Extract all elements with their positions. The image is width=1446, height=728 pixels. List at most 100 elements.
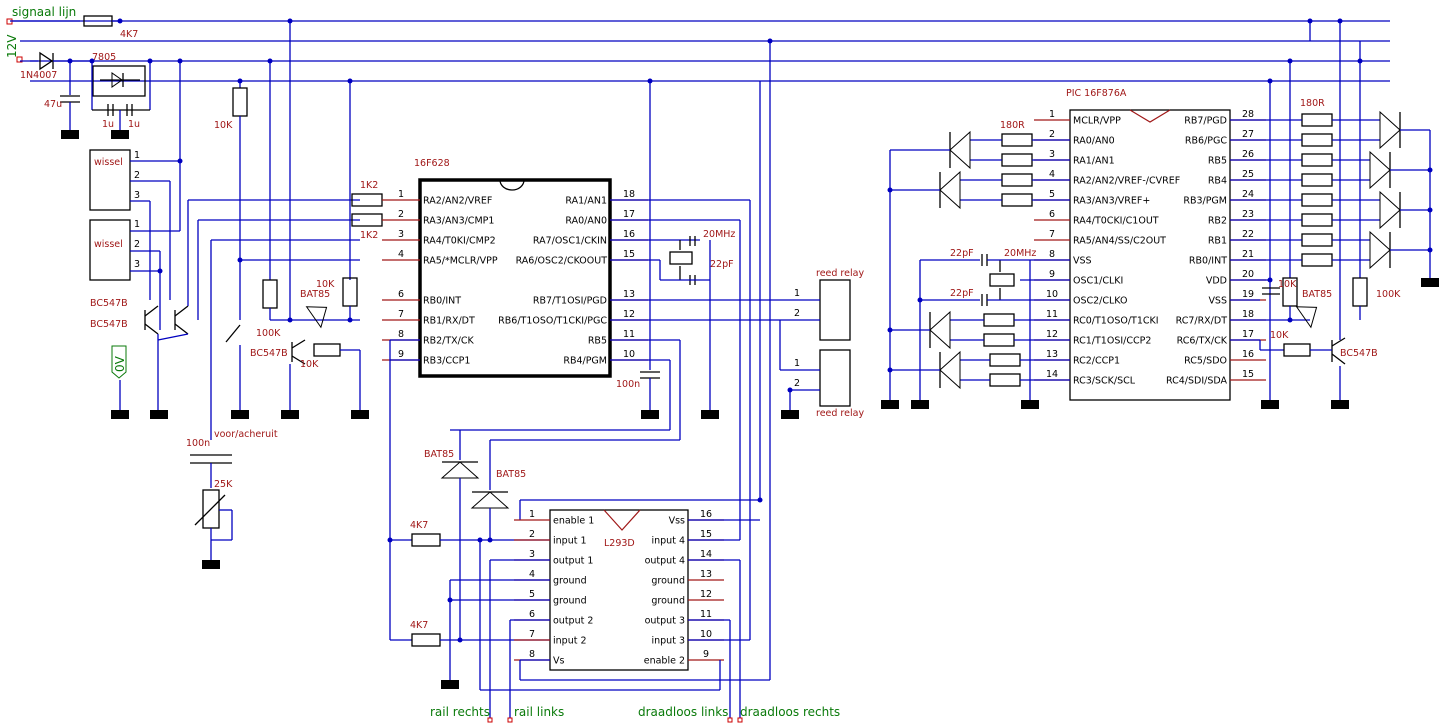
svg-text:10K: 10K: [1270, 330, 1289, 341]
zero-volt-terminal: 0V: [111, 345, 129, 419]
svg-text:2: 2: [794, 308, 800, 319]
wireless-left-label: draadloos links: [638, 705, 728, 719]
regulator-7805: [92, 65, 146, 97]
regulator-label: 7805: [92, 52, 116, 63]
svg-text:BC547B: BC547B: [90, 319, 128, 330]
pic876-pin-4-number: 4: [1049, 169, 1055, 180]
rail-right-label: rail rechts: [430, 705, 490, 719]
pic876-pin-27-number: 27: [1242, 129, 1254, 140]
svg-text:1K2: 1K2: [360, 180, 378, 191]
pic876-pin-4-name: RA2/AN2/VREF-/CVREF: [1073, 176, 1180, 187]
pic876-pin-3-name: RA1/AN1: [1073, 156, 1115, 167]
svg-text:25K: 25K: [214, 479, 233, 490]
svg-text:22pF: 22pF: [710, 259, 734, 270]
svg-text:10K: 10K: [316, 279, 335, 290]
reset-section: 10K voor/acheruit 100n 25K: [186, 81, 360, 569]
svg-text:BC547B: BC547B: [90, 298, 128, 309]
pic628-pin-18-name: RA1/AN1: [565, 196, 607, 207]
pic876-pin-13-name: RC2/CCP1: [1073, 356, 1120, 367]
bat85-pair: BAT85 BAT85 4K7 4K7: [387, 430, 550, 647]
svg-text:0V: 0V: [113, 355, 127, 372]
pic628-pin-11-name: RB5: [588, 336, 607, 347]
svg-text:BAT85: BAT85: [300, 289, 330, 300]
svg-text:voor/acheruit: voor/acheruit: [214, 429, 278, 440]
pic876-pin-8-number: 8: [1049, 249, 1055, 260]
pic876-pin-20-name: VDD: [1206, 276, 1227, 287]
pic876-pin-9-number: 9: [1049, 269, 1055, 280]
pic876-pin-10-number: 10: [1046, 289, 1058, 300]
svg-text:180R: 180R: [1300, 98, 1325, 109]
l293d-pin-13-name: ground: [651, 576, 685, 587]
pic876-pin-7-number: 7: [1049, 229, 1055, 240]
svg-text:2: 2: [794, 378, 800, 389]
l293d-pin-3-number: 3: [529, 549, 535, 560]
l293d-pin-3-name: output 1: [553, 556, 593, 567]
pic876-pin-16-number: 16: [1242, 349, 1254, 360]
pic876-pin-28-name: RB7/PGD: [1184, 116, 1227, 127]
l293d-pin-6-name: output 2: [553, 616, 593, 627]
res-1k2: 1K2 1K2: [351, 180, 383, 241]
pic628-pin-6-name: RB0/INT: [423, 296, 461, 307]
diode-1n4007-label: 1N4007: [20, 70, 57, 81]
res-4k7-top-label: 4K7: [120, 29, 138, 40]
pic876-pin-6-name: RA4/T0CKI/C1OUT: [1073, 216, 1159, 227]
pic628-pin-9-name: RB3/CCP1: [423, 356, 470, 367]
pic876-left-bank: 180R: [881, 120, 1070, 409]
pic876-pin-22-number: 22: [1242, 229, 1254, 240]
l293d-pin-8-number: 8: [529, 649, 535, 660]
pic876-pin-6-number: 6: [1049, 209, 1055, 220]
pic628-pin-2-number: 2: [398, 209, 404, 220]
pic876-pin-25-number: 25: [1242, 169, 1254, 180]
resistor-10k-left: [232, 87, 248, 117]
pic876-pin-14-name: RC3/SCK/SCL: [1073, 376, 1136, 387]
pic876-pin-19-name: VSS: [1208, 296, 1227, 307]
l293d-pin-6-number: 6: [529, 609, 535, 620]
pic876-pin-11-name: RC0/T1OSO/T1CKI: [1073, 316, 1159, 327]
ic-pic16f876a: PIC 16F876A 1MCLR/VPP2RA0/AN03RA1/AN14RA…: [1034, 88, 1266, 401]
pic876-pin-15-name: RC4/SDI/SDA: [1166, 376, 1228, 387]
mid-inputs: 100K BC547B 10K BAT85 10K: [67, 18, 369, 419]
pic876-pin-18-number: 18: [1242, 309, 1254, 320]
pic628-pin-1-name: RA2/AN2/VREF: [423, 196, 492, 207]
cap-1u-a-label: 1u: [102, 119, 114, 130]
pic876-pin-22-name: RB1: [1208, 236, 1227, 247]
l293d-pin-2-number: 2: [529, 529, 535, 540]
pic876-pin-1-name: MCLR/VPP: [1073, 116, 1121, 127]
pic876-pin-16-name: RC5/SDO: [1184, 356, 1227, 367]
pic876-pin-15-number: 15: [1242, 369, 1254, 380]
svg-text:100n: 100n: [616, 379, 640, 390]
svg-text:2: 2: [134, 239, 140, 250]
pic876-pin-21-name: RB0/INT: [1189, 256, 1227, 267]
svg-text:180R: 180R: [1000, 120, 1025, 131]
wissel-a-label: wissel: [94, 157, 123, 168]
resistor-10k-b: [342, 277, 358, 307]
l293d-pin-12-name: ground: [651, 596, 685, 607]
pic876-pin-12-name: RC1/T1OSI/CCP2: [1073, 336, 1151, 347]
pic876-pin-1-number: 1: [1049, 109, 1055, 120]
pic628-pin-13-name: RB7/T1OSI/PGD: [533, 296, 607, 307]
l293d-pin-1-name: enable 1: [553, 516, 594, 527]
supply-terminal: [16, 56, 23, 63]
pic876-right-bank: 180R: [1230, 18, 1439, 409]
svg-text:3: 3: [134, 190, 140, 201]
svg-text:22pF: 22pF: [950, 288, 974, 299]
pic628-pin-3-number: 3: [398, 229, 404, 240]
pic876-pin-28-number: 28: [1242, 109, 1254, 120]
pic876-pin-21-number: 21: [1242, 249, 1254, 260]
pic876-pin-19-number: 19: [1242, 289, 1254, 300]
cap-1u-b-label: 1u: [128, 119, 140, 130]
l293d-pin-15-name: input 4: [651, 536, 685, 547]
svg-text:reed relay: reed relay: [816, 268, 864, 279]
l293d-pin-14-number: 14: [700, 549, 712, 560]
svg-text:1: 1: [134, 150, 140, 161]
input-section: 4K7 1N4007 47u 7805 1u 1u: [10, 15, 151, 139]
pic876-pin-24-name: RB3/PGM: [1183, 196, 1227, 207]
pic876-pin-12-number: 12: [1046, 329, 1058, 340]
l293d-pin-11-number: 11: [700, 609, 712, 620]
supply-label: 12V: [5, 34, 19, 58]
l293d-pin-5-number: 5: [529, 589, 535, 600]
cap-47u-label: 47u: [44, 99, 62, 110]
pic628-pin-10-number: 10: [623, 349, 635, 360]
